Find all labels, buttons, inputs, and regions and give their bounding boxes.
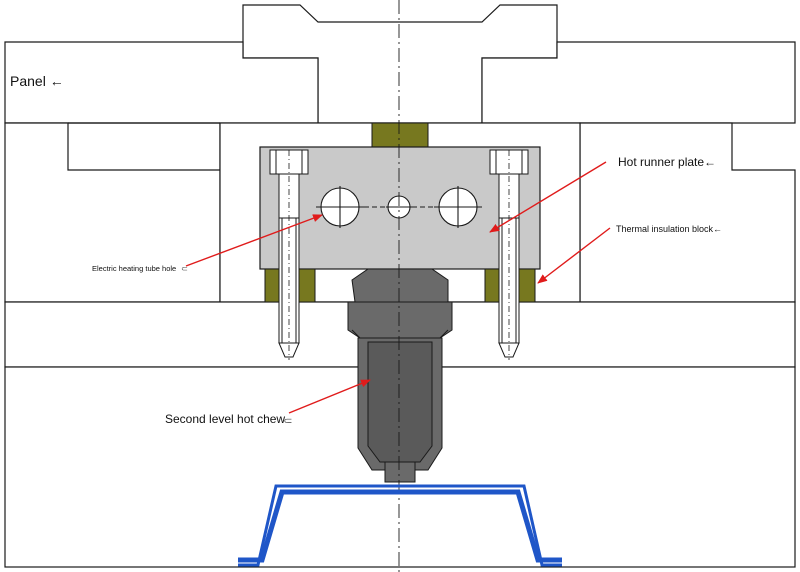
heating-tube-holes xyxy=(316,186,482,228)
nozzle-label: Second level hot chew xyxy=(165,412,285,426)
return-mark-1: ⸦ xyxy=(180,264,189,274)
panel-label: Panel ← xyxy=(10,73,64,89)
bolt-right xyxy=(489,149,529,360)
return-mark-2: ⸦ xyxy=(282,414,294,428)
annotation-arrows xyxy=(185,161,611,414)
left-support-block xyxy=(4,122,221,303)
heating-tube-hole-label: Electric heating tube hole xyxy=(92,264,176,273)
right-support-block xyxy=(579,122,796,303)
arrow-hot-runner-plate xyxy=(489,161,607,233)
bolt-left xyxy=(269,149,309,360)
top-insulation-pad xyxy=(371,122,429,148)
arrow-nozzle xyxy=(288,379,371,414)
molded-product xyxy=(238,484,562,567)
hot-runner-plate-label: Hot runner plate← xyxy=(618,155,716,169)
arrow-insulation-block xyxy=(537,227,611,284)
insulation-block-label: Thermal insulation block← xyxy=(616,224,722,234)
second-level-hot-nozzle xyxy=(347,268,453,483)
arrow-heating-hole xyxy=(185,214,323,267)
